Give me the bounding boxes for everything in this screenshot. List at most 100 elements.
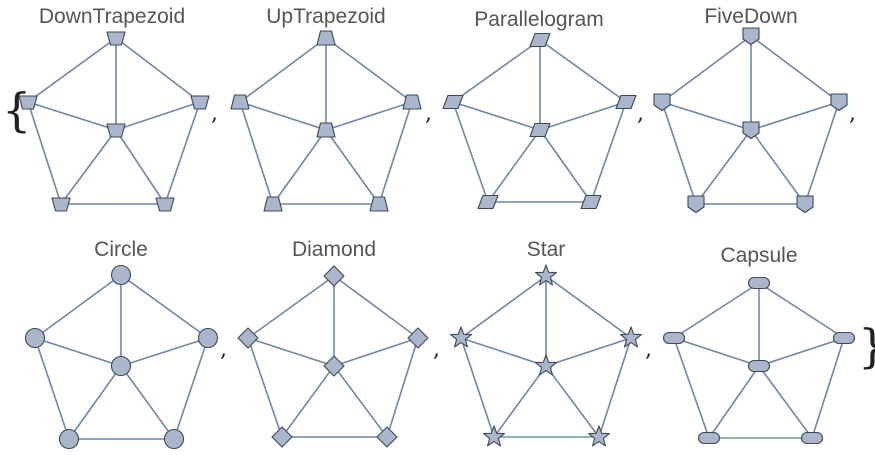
close-brace: } xyxy=(858,319,875,373)
vertex xyxy=(534,264,558,286)
vertex xyxy=(830,93,848,112)
graph-title: DownTrapezoid xyxy=(39,5,185,28)
edge xyxy=(590,101,627,203)
edge xyxy=(115,129,166,205)
edge xyxy=(758,365,813,439)
vertex xyxy=(190,95,210,110)
vertex xyxy=(24,327,46,349)
edge xyxy=(487,129,541,203)
edge xyxy=(539,39,627,103)
vertex xyxy=(18,95,38,110)
separator-comma: , xyxy=(433,337,440,362)
edge xyxy=(811,337,845,439)
edge xyxy=(325,129,380,205)
vertex xyxy=(619,326,643,348)
edge xyxy=(68,365,122,440)
vertex xyxy=(653,93,671,112)
edge xyxy=(661,35,752,103)
edge xyxy=(661,101,697,205)
vertex xyxy=(230,94,250,110)
vertex xyxy=(155,197,175,212)
graph-circle xyxy=(24,264,219,450)
edge xyxy=(333,365,388,438)
vertex xyxy=(442,94,464,110)
edge xyxy=(27,37,117,103)
edge xyxy=(27,101,62,205)
vertex xyxy=(106,31,126,46)
vertex xyxy=(110,264,132,286)
graph-parallelogram xyxy=(442,32,637,210)
graph-title: Capsule xyxy=(720,244,797,267)
edge xyxy=(247,337,335,367)
graph-title: FiveDown xyxy=(704,5,797,28)
graph-star xyxy=(449,264,643,447)
edge xyxy=(460,337,495,438)
vertex xyxy=(615,94,637,110)
edge xyxy=(708,365,760,439)
separator-comma: , xyxy=(645,337,652,362)
vertex xyxy=(687,195,705,214)
edge xyxy=(493,365,547,438)
vertex xyxy=(529,32,551,48)
vertex xyxy=(323,355,345,377)
graphs-layer xyxy=(18,27,856,450)
edge xyxy=(333,275,419,339)
edge xyxy=(34,274,122,339)
edge xyxy=(673,337,710,439)
vertex xyxy=(477,194,499,210)
edge xyxy=(750,129,806,205)
vertex xyxy=(742,121,760,140)
edge xyxy=(173,337,209,440)
edge xyxy=(272,129,327,205)
edge xyxy=(673,337,760,367)
edge xyxy=(460,337,547,367)
vertex xyxy=(58,428,80,450)
vertex xyxy=(580,194,602,210)
edge xyxy=(120,274,209,339)
vertex xyxy=(110,355,132,377)
graph-capsule xyxy=(662,276,856,445)
separator-comma: , xyxy=(220,337,227,362)
edge xyxy=(460,275,547,339)
vertex xyxy=(747,359,771,373)
edge xyxy=(239,37,327,103)
edge xyxy=(545,275,632,339)
vertex xyxy=(529,122,551,138)
edge xyxy=(247,275,335,339)
vertex xyxy=(407,327,429,349)
edge xyxy=(695,129,752,205)
edge xyxy=(115,37,201,103)
edge xyxy=(598,337,632,438)
edge xyxy=(34,337,122,367)
vertex xyxy=(323,265,345,287)
edge xyxy=(378,101,413,205)
edge xyxy=(386,337,419,438)
separator-comma: , xyxy=(637,101,644,126)
graph-title: Circle xyxy=(94,238,148,261)
vertex xyxy=(402,94,422,110)
edge xyxy=(247,337,283,438)
separator-comma: , xyxy=(849,101,856,126)
graph-title: UpTrapezoid xyxy=(266,5,385,28)
vertex xyxy=(197,327,219,349)
vertex xyxy=(482,425,506,447)
edge xyxy=(239,101,274,205)
edge xyxy=(750,35,840,103)
edge xyxy=(758,337,845,367)
vertex xyxy=(747,276,771,290)
vertex xyxy=(163,428,185,450)
vertex xyxy=(316,122,336,138)
edge xyxy=(27,101,117,131)
graph-title: Parallelogram xyxy=(474,8,604,31)
edge xyxy=(539,129,592,203)
vertex xyxy=(237,327,259,349)
graph-title: Diamond xyxy=(292,238,376,261)
edge xyxy=(239,101,327,131)
edge xyxy=(325,37,413,103)
edge xyxy=(452,101,541,131)
vertex xyxy=(697,431,721,445)
edge xyxy=(673,282,760,339)
graph-up-trapezoid xyxy=(230,30,422,212)
edge xyxy=(115,101,201,131)
edge xyxy=(281,365,335,438)
